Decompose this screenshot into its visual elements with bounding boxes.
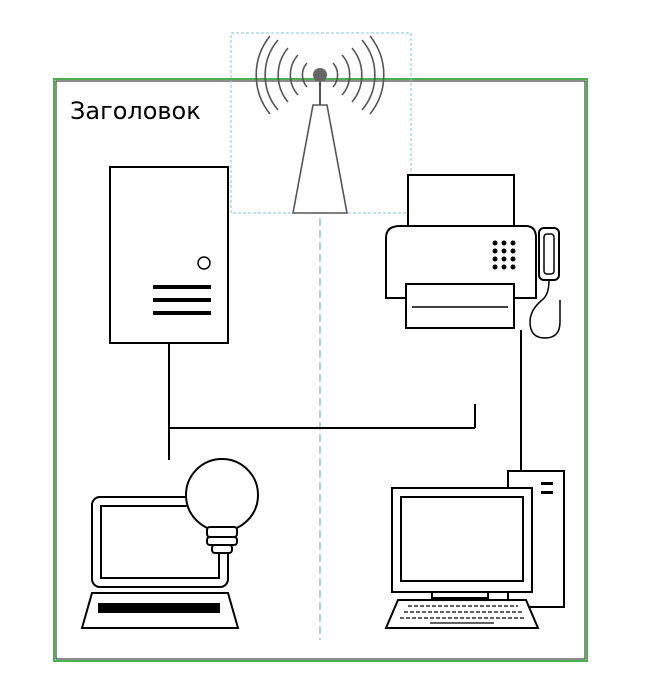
server-tower-icon[interactable]	[109, 166, 229, 344]
diagram-title[interactable]: Заголовок	[70, 97, 201, 125]
light-bulb-icon[interactable]	[185, 458, 259, 554]
fax-machine-icon[interactable]	[385, 174, 561, 339]
desktop-computer-icon[interactable]	[384, 470, 565, 629]
radio-antenna-icon[interactable]	[255, 35, 385, 214]
connector-lines	[168, 330, 522, 470]
laptop-icon[interactable]	[80, 496, 240, 629]
